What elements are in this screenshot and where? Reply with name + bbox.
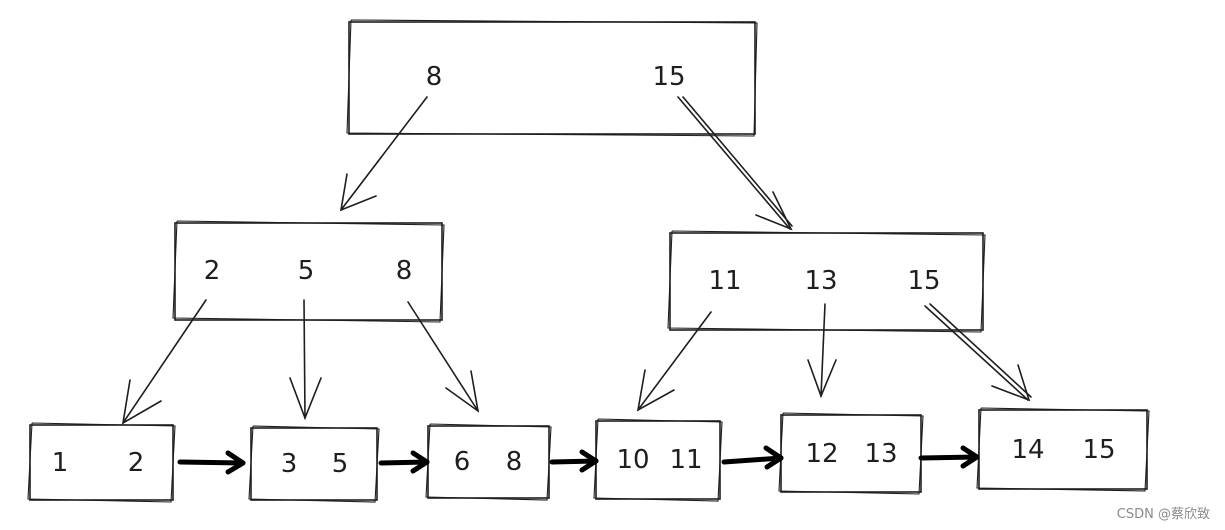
leaf-link-arrow bbox=[918, 445, 980, 469]
leaf-key: 14 bbox=[1011, 435, 1044, 465]
child-pointer-arrow bbox=[807, 303, 837, 399]
leaf-key: 11 bbox=[669, 445, 702, 475]
leaf-node: 14 15 bbox=[976, 407, 1150, 492]
leaf-key: 5 bbox=[332, 449, 349, 479]
internal-key: 13 bbox=[804, 266, 837, 296]
leaf-node: 10 11 bbox=[593, 418, 723, 502]
leaf-key: 2 bbox=[128, 448, 145, 478]
internal-node-left: 2 5 8 bbox=[172, 220, 445, 323]
internal-key: 2 bbox=[204, 256, 221, 286]
leaf-key: 6 bbox=[454, 447, 471, 477]
internal-key: 8 bbox=[396, 256, 413, 286]
leaf-key: 13 bbox=[864, 439, 897, 469]
leaf-node: 3 5 bbox=[248, 425, 380, 503]
internal-key: 11 bbox=[708, 266, 741, 296]
leaf-link-arrow bbox=[378, 450, 430, 474]
leaf-node: 6 8 bbox=[425, 423, 552, 501]
internal-key: 5 bbox=[298, 256, 315, 286]
child-pointer-arrow bbox=[677, 96, 793, 231]
leaf-link-arrow bbox=[721, 445, 784, 470]
leaf-key: 12 bbox=[805, 439, 838, 469]
child-pointer-arrow bbox=[339, 96, 428, 212]
leaf-key: 15 bbox=[1082, 435, 1115, 465]
child-pointer-arrow bbox=[636, 311, 712, 412]
root-key: 8 bbox=[426, 62, 443, 92]
child-pointer-arrow bbox=[407, 301, 480, 413]
leaf-key: 3 bbox=[281, 449, 298, 479]
child-pointer-arrow bbox=[924, 303, 1032, 402]
internal-node-right: 11 13 15 bbox=[667, 230, 986, 333]
child-pointer-arrow bbox=[121, 299, 207, 425]
leaf-key: 1 bbox=[52, 448, 69, 478]
child-pointer-arrow bbox=[289, 299, 322, 421]
leaf-link-arrow bbox=[549, 449, 599, 473]
leaf-node: 1 2 bbox=[27, 422, 176, 503]
leaf-link-arrow bbox=[177, 450, 246, 475]
internal-key: 15 bbox=[907, 266, 940, 296]
root-node: 8 15 bbox=[346, 19, 758, 137]
leaf-key: 10 bbox=[616, 445, 649, 475]
leaf-node: 12 13 bbox=[778, 412, 924, 495]
root-key: 15 bbox=[652, 62, 685, 92]
watermark: CSDN @蔡欣致 bbox=[1116, 507, 1210, 522]
leaf-key: 8 bbox=[506, 447, 523, 477]
